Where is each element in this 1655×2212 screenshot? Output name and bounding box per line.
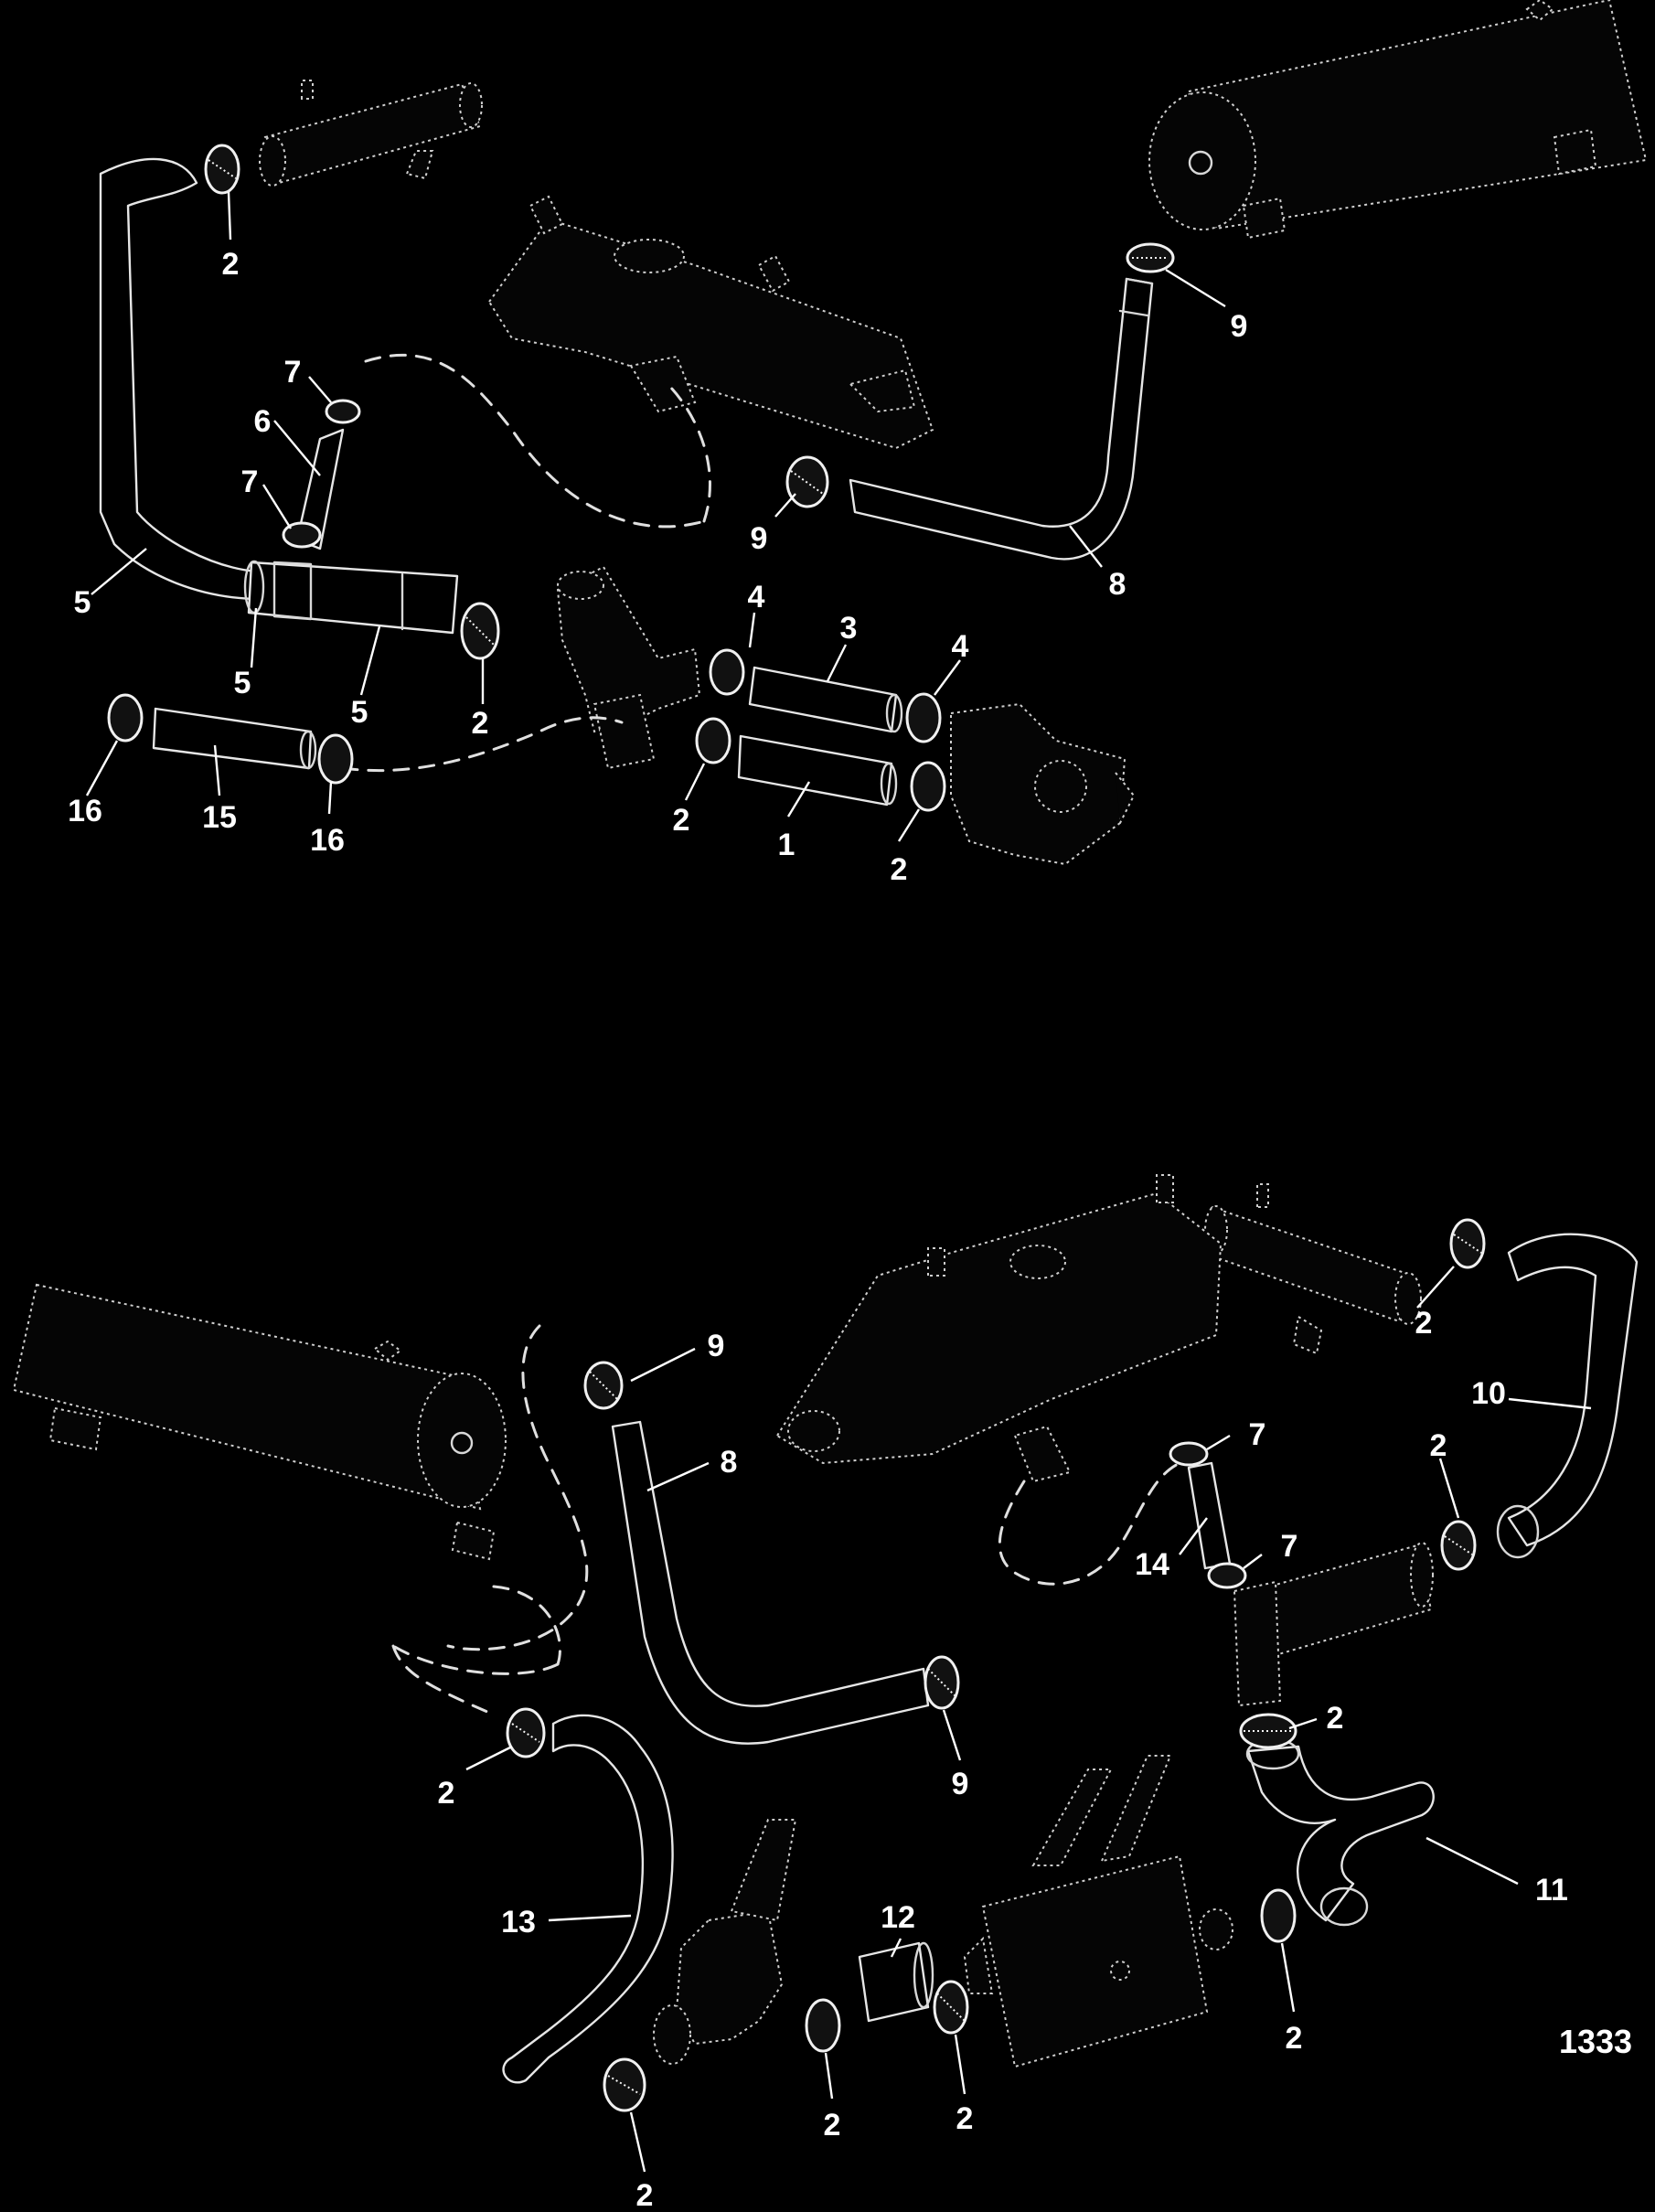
top-hose-3 [748,666,898,733]
callout-top-5b: 5 [234,666,251,700]
callout-top-4b: 4 [952,629,969,664]
top-pump [950,702,1136,866]
bottom-manifold [775,1174,1223,1483]
top-muffler [1148,0,1648,240]
callout-bot-8: 8 [721,1445,738,1480]
top-manifold [487,195,934,450]
callout-bot-7a: 7 [1249,1417,1266,1452]
bottom-tee-fitting [1233,1542,1434,1707]
bottom-dash-b [998,1461,1181,1586]
callout-bot-2d: 2 [438,1776,455,1811]
top-dash-a [364,353,706,529]
bottom-hose-12 [858,1941,930,2023]
callout-bot-9b: 9 [952,1767,969,1801]
bottom-muffler [12,1283,507,1561]
callout-top-15: 15 [202,800,237,835]
top-center-tee [556,565,701,770]
callout-labels: 2 9 7 6 7 9 8 5 5 5 4 3 4 2 16 15 16 2 1… [68,247,1632,2212]
bottom-assembly [12,1174,1639,2173]
callout-bot-7b: 7 [1281,1529,1298,1564]
callout-top-2c: 2 [673,803,690,838]
bottom-left-pump [653,1819,797,2065]
callout-top-5c: 5 [351,695,368,730]
top-leaders [85,191,1226,842]
callout-bot-2a: 2 [1415,1306,1433,1341]
callout-top-9a: 9 [1231,309,1248,344]
bottom-hose-10 [1507,1233,1639,1547]
callout-bot-2h: 2 [636,2178,654,2212]
top-clamps [107,144,1175,812]
bottom-clamps [506,1218,1486,2112]
callout-top-7a: 7 [284,355,302,390]
top-assembly [85,0,1648,866]
callout-bot-14: 14 [1135,1547,1169,1582]
top-tee-fitting [243,560,459,635]
top-hose-15 [152,707,313,770]
callout-top-2d: 2 [891,852,908,887]
top-hose-1 [737,734,893,807]
callout-top-3: 3 [840,611,858,646]
bottom-hose-14 [1187,1461,1232,1570]
bottom-heat-exchanger [963,1755,1233,2068]
callout-bot-2g: 2 [824,2108,841,2143]
callout-bot-10: 10 [1471,1376,1506,1411]
bottom-hose-13 [502,1714,674,2084]
callout-bot-2b: 2 [1430,1428,1447,1463]
callout-top-2a: 2 [222,247,240,282]
callout-top-8: 8 [1109,567,1126,602]
callout-top-2b: 2 [472,706,489,741]
bottom-hose-8 [611,1420,930,1745]
bottom-small-cooler [1201,1183,1422,1355]
callout-bot-2c: 2 [1327,1701,1344,1736]
callout-top-1: 1 [778,828,795,862]
top-dash-b [341,716,624,773]
figure-number: 1333 [1559,2023,1632,2060]
top-small-cooler [259,80,483,187]
callout-top-7b: 7 [241,465,259,499]
callout-top-16b: 16 [310,823,345,858]
callout-top-16a: 16 [68,794,102,828]
callout-top-9b: 9 [751,521,768,556]
bottom-dash-a [446,1324,589,1651]
callout-bot-13: 13 [501,1905,536,1940]
callout-top-6: 6 [254,404,272,439]
bottom-hose-11 [1246,1745,1435,1922]
top-hose-5-left [99,157,262,601]
top-hose-6 [295,428,345,550]
top-hose-8 [849,277,1154,561]
callout-bot-9a: 9 [708,1329,725,1363]
callout-bot-2f: 2 [956,2101,974,2136]
callout-bot-2e: 2 [1286,2021,1303,2056]
callout-bot-12: 12 [881,1900,915,1935]
callout-top-4a: 4 [748,580,765,614]
callout-bot-11: 11 [1535,1873,1568,1907]
callout-top-5a: 5 [74,585,91,620]
bottom-leaders [465,1266,1592,2173]
